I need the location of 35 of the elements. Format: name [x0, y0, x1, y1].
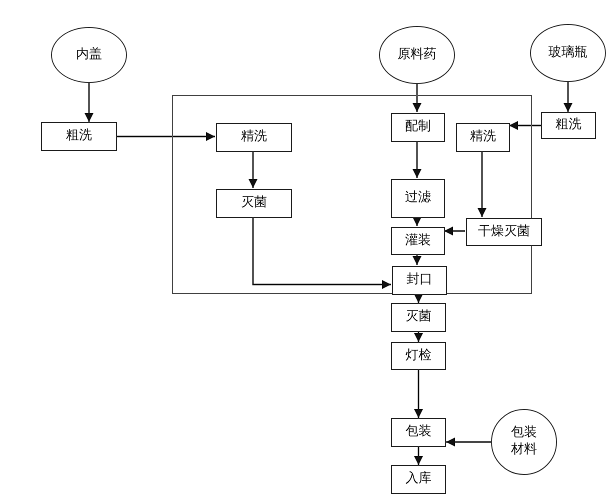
process-box: 精洗 [456, 123, 510, 152]
arrow [564, 82, 572, 112]
arrow [414, 294, 423, 303]
process-box: 干燥灭菌 [466, 218, 542, 246]
process-box: 配制 [391, 113, 445, 142]
arrow [412, 84, 422, 112]
arrow [412, 217, 422, 226]
arrow [252, 217, 391, 289]
arrow [446, 438, 491, 446]
process-box: 灯检 [391, 342, 446, 370]
process-box: 包装 [391, 418, 446, 447]
arrow [509, 121, 541, 130]
process-box: 粗洗 [541, 112, 596, 139]
arrow [412, 141, 422, 178]
arrow [414, 447, 423, 465]
arrow [117, 132, 215, 141]
arrow [248, 151, 258, 188]
process-box: 粗洗 [41, 122, 117, 151]
material-ellipse: 原料药 [379, 26, 455, 84]
process-box: 过滤 [391, 179, 445, 218]
process-box: 灭菌 [216, 189, 292, 218]
process-box: 灭菌 [391, 303, 446, 332]
arrow [444, 226, 465, 236]
arrow [478, 151, 486, 217]
arrow [84, 83, 94, 122]
arrow [414, 370, 423, 418]
process-box: 入库 [391, 465, 446, 494]
material-ellipse: 内盖 [51, 27, 127, 83]
process-box: 精洗 [216, 123, 292, 152]
process-box: 灌装 [391, 227, 445, 255]
arrow [414, 332, 423, 342]
process-box: 封口 [392, 266, 447, 295]
material-ellipse: 包装材料 [491, 409, 557, 475]
material-ellipse: 玻璃瓶 [530, 24, 606, 82]
arrow [412, 254, 422, 265]
